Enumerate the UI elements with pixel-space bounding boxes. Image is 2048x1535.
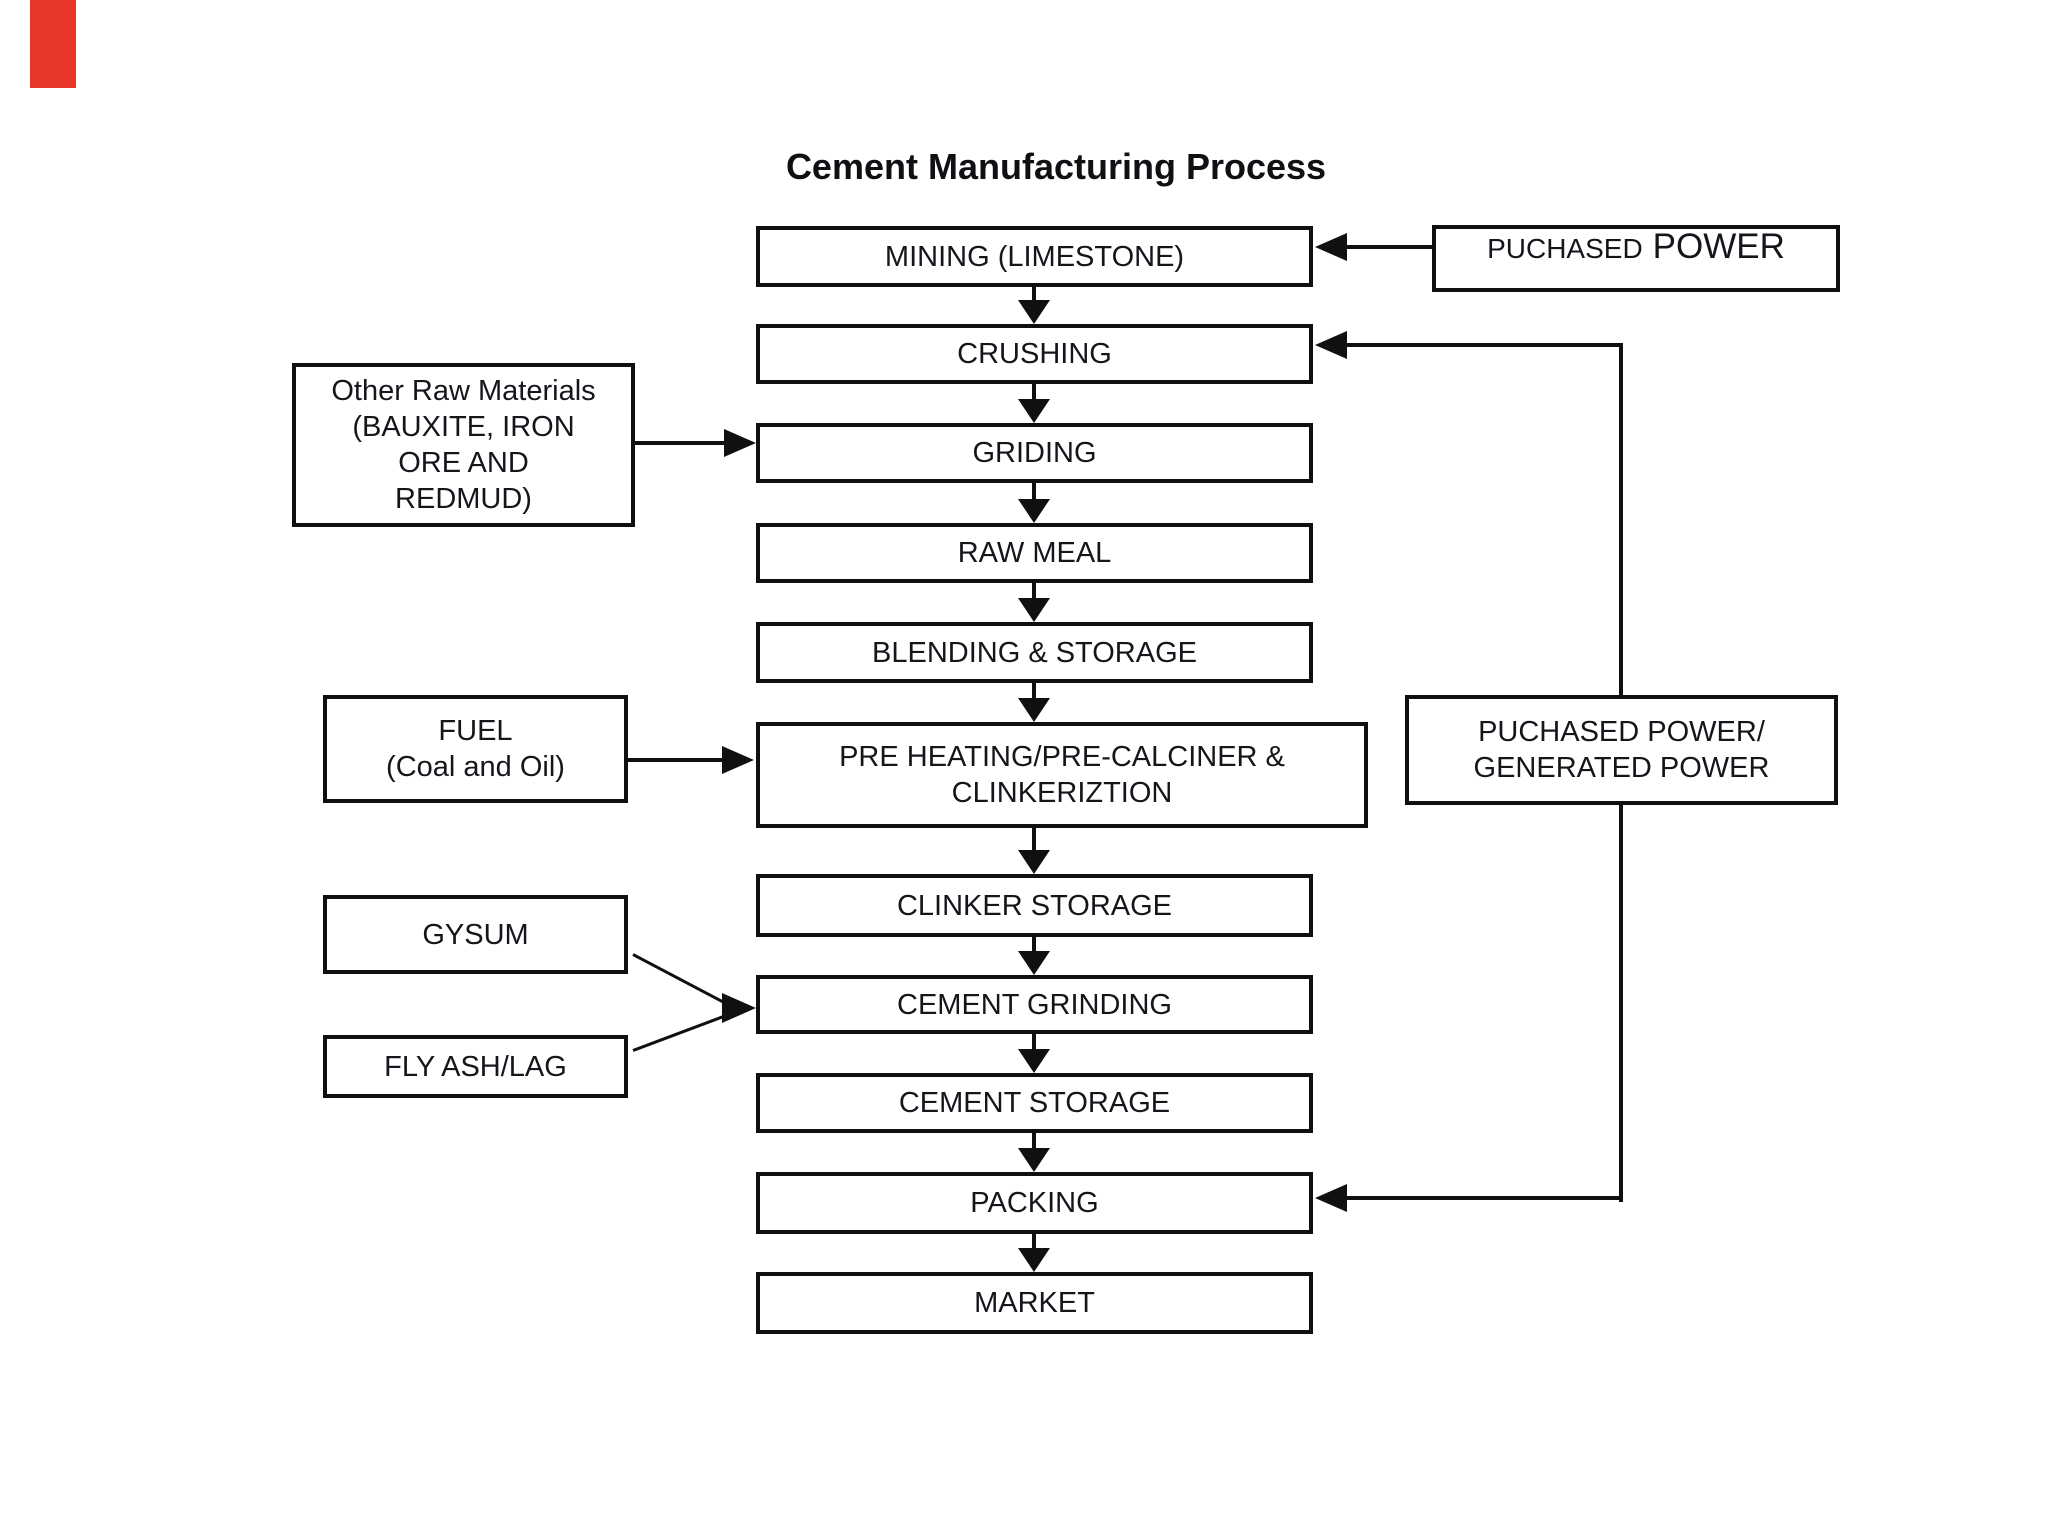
power-loop-top-line xyxy=(1347,343,1623,347)
fuel-line-2: (Coal and Oil) xyxy=(386,751,565,783)
flow-box-pre-heating: PRE HEATING/PRE-CALCINER & CLINKERIZTION xyxy=(756,722,1368,828)
flow-arrow-7-icon xyxy=(1018,951,1050,975)
other-raw-materials-line-3: ORE AND xyxy=(398,447,529,479)
flow-arrow-2-icon xyxy=(1018,399,1050,423)
flow-box-mining-label: MINING (LIMESTONE) xyxy=(884,240,1185,273)
flow-box-mining: MINING (LIMESTONE) xyxy=(756,226,1313,287)
flow-box-packing: PACKING xyxy=(756,1172,1313,1234)
fly-ash-line xyxy=(632,1014,727,1052)
arrow-into-mining-icon xyxy=(1315,233,1347,261)
other-raw-materials-line-4: REDMUD) xyxy=(395,483,532,515)
flow-box-market-label: MARKET xyxy=(974,1287,1095,1319)
fly-ash-label: FLY ASH/LAG xyxy=(384,1050,567,1083)
flow-stem-6 xyxy=(1032,828,1036,852)
purchased-generated-power-line-1: PUCHASED POWER/ xyxy=(1478,716,1765,748)
other-raw-materials-line xyxy=(635,441,724,445)
flow-stem-10 xyxy=(1032,1234,1036,1250)
flow-box-clinker-storage: CLINKER STORAGE xyxy=(756,874,1313,937)
other-raw-materials-line-1: Other Raw Materials xyxy=(331,375,596,407)
flow-stem-9 xyxy=(1032,1133,1036,1150)
flow-box-raw-meal: RAW MEAL xyxy=(756,523,1313,583)
flow-stem-3 xyxy=(1032,483,1036,501)
flow-stem-7 xyxy=(1032,937,1036,953)
flow-box-packing-label: PACKING xyxy=(970,1187,1099,1219)
flow-stem-2 xyxy=(1032,384,1036,401)
flow-stem-4 xyxy=(1032,583,1036,600)
flow-box-crushing: CRUSHING xyxy=(756,324,1313,384)
arrow-into-cement-grinding-icon xyxy=(722,993,756,1023)
purchased-power-word-2: POWER xyxy=(1652,227,1785,266)
input-box-gysum: GYSUM xyxy=(323,895,628,974)
fuel-line-1: FUEL xyxy=(438,715,513,747)
gysum-label: GYSUM xyxy=(422,918,529,951)
input-box-purchased-power: PUCHASED POWER xyxy=(1432,225,1840,292)
flow-box-raw-meal-label: RAW MEAL xyxy=(957,537,1112,569)
flow-stem-8 xyxy=(1032,1034,1036,1051)
flow-arrow-6-icon xyxy=(1018,850,1050,874)
input-box-other-raw-materials: Other Raw Materials (BAUXITE, IRON ORE A… xyxy=(292,363,635,527)
flow-box-pre-heating-label: PRE HEATING/PRE-CALCINER & CLINKERIZTION xyxy=(839,741,1285,809)
flow-box-cement-storage-label: CEMENT STORAGE xyxy=(898,1087,1171,1119)
page-title: Cement Manufacturing Process xyxy=(785,146,1327,187)
flow-arrow-8-icon xyxy=(1018,1049,1050,1073)
flow-arrow-3-icon xyxy=(1018,499,1050,523)
power-loop-bottom-line xyxy=(1347,1196,1623,1200)
flow-box-crushing-label: CRUSHING xyxy=(957,338,1112,370)
flow-box-blending-storage: BLENDING & STORAGE xyxy=(756,622,1313,683)
arrow-into-packing-icon xyxy=(1315,1184,1347,1212)
input-box-fly-ash: FLY ASH/LAG xyxy=(323,1035,628,1098)
purchased-power-word-1: PUCHASED xyxy=(1487,233,1643,264)
input-box-purchased-generated-power: PUCHASED POWER/ GENERATED POWER xyxy=(1405,695,1838,805)
flow-box-cement-storage: CEMENT STORAGE xyxy=(756,1073,1313,1133)
input-box-fuel: FUEL (Coal and Oil) xyxy=(323,695,628,803)
flow-box-market: MARKET xyxy=(756,1272,1313,1334)
flow-arrow-9-icon xyxy=(1018,1148,1050,1172)
purchased-generated-power-line-2: GENERATED POWER xyxy=(1473,752,1770,784)
flow-arrow-10-icon xyxy=(1018,1248,1050,1272)
flow-arrow-5-icon xyxy=(1018,698,1050,722)
flow-arrow-4-icon xyxy=(1018,598,1050,622)
flow-arrow-1-icon xyxy=(1018,300,1050,324)
purchased-power-line xyxy=(1347,245,1432,249)
arrow-into-crushing-icon xyxy=(1315,331,1347,359)
flow-box-cement-grinding: CEMENT GRINDING xyxy=(756,975,1313,1034)
flow-box-blending-storage-label: BLENDING & STORAGE xyxy=(872,636,1197,669)
flow-box-clinker-storage-label: CLINKER STORAGE xyxy=(896,889,1173,922)
other-raw-materials-line-2: (BAUXITE, IRON xyxy=(352,411,575,443)
flow-box-cement-grinding-label: CEMENT GRINDING xyxy=(897,988,1172,1021)
flow-box-griding: GRIDING xyxy=(756,423,1313,483)
flow-stem-1 xyxy=(1032,287,1036,303)
gysum-line xyxy=(632,953,727,1005)
arrow-into-pre-heating-icon xyxy=(722,746,754,774)
fuel-line xyxy=(628,758,722,762)
arrow-into-griding-icon xyxy=(724,429,756,457)
flow-box-griding-label: GRIDING xyxy=(972,437,1097,469)
red-corner-mark xyxy=(30,0,76,88)
flow-stem-5 xyxy=(1032,683,1036,700)
